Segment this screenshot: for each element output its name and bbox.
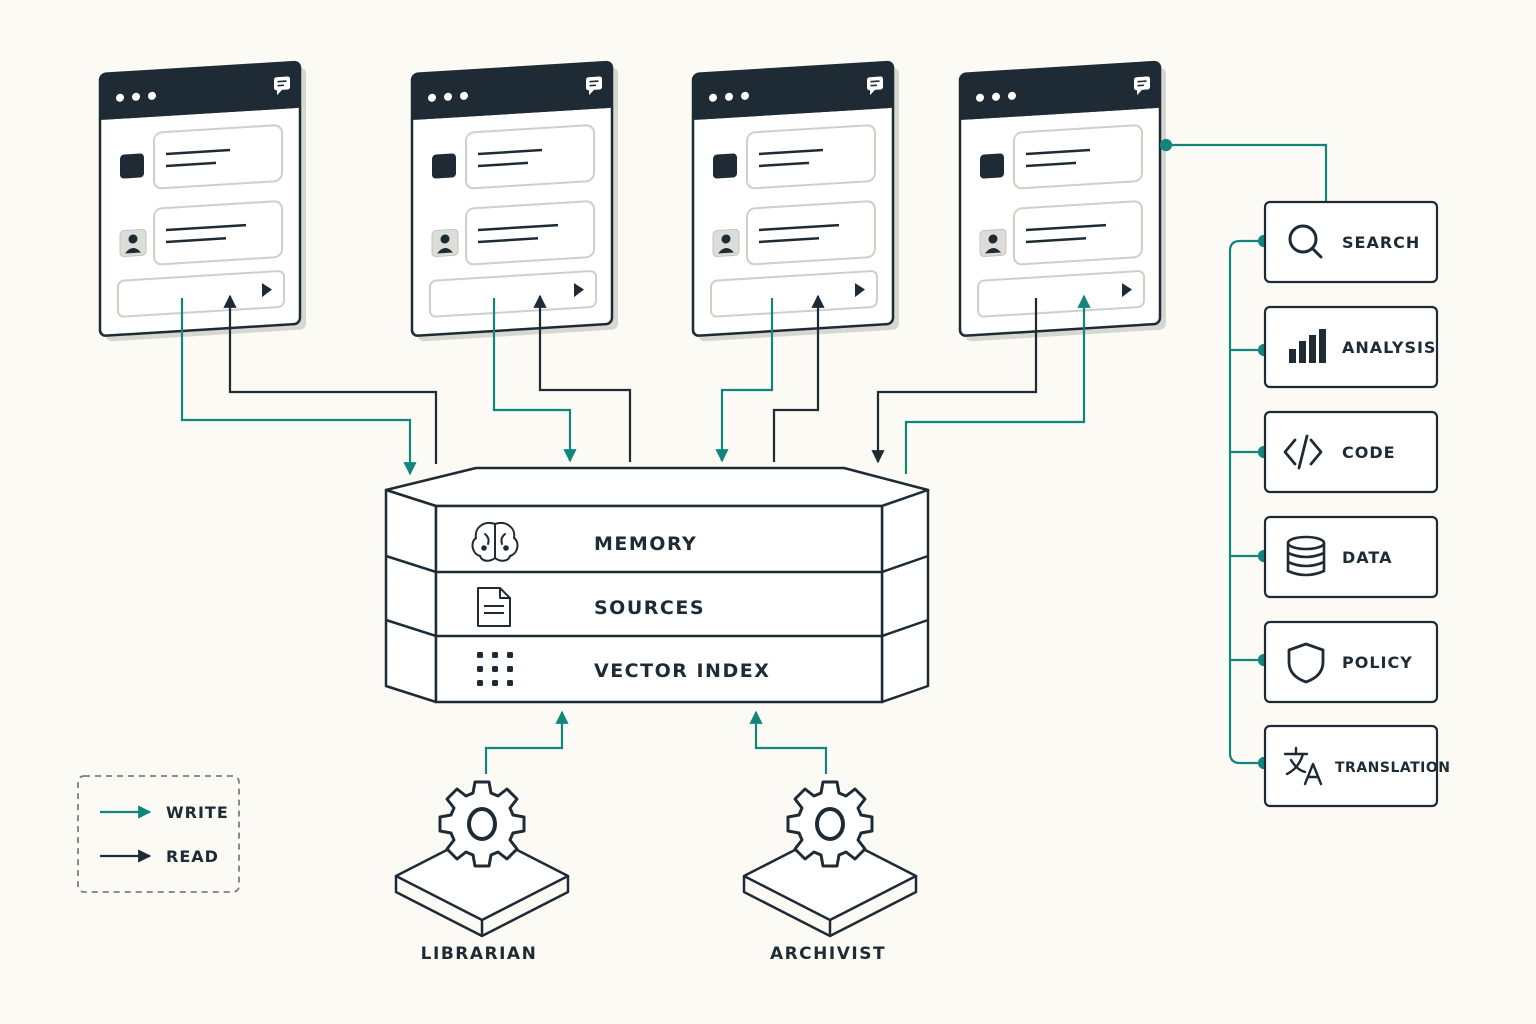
read-arrow [871,298,1038,464]
legend-write-label: WRITE [166,803,229,822]
search-icon [1288,224,1323,259]
code-icon [1283,434,1323,470]
chat-window-3 [691,60,901,344]
dot-grid-icon [477,652,513,686]
sources-layer: SOURCES [477,587,705,627]
tool-label-data: DATA [1342,548,1392,567]
memory-store: MEMORY SOURCES VECTOR INDEX [384,466,930,704]
agent-archivist: ARCHIVIST [742,780,918,964]
brain-icon [471,522,519,562]
tool-label-analysis: ANALYSIS [1342,338,1436,357]
agent-librarian: LIBRARIAN [394,780,570,964]
tool-analysis: ANALYSIS [1263,305,1439,389]
tool-label-code: CODE [1342,443,1396,462]
read-arrow [223,294,438,464]
read-arrow [772,294,825,462]
legend: WRITE READ [77,775,240,893]
write-arrow [904,294,1091,474]
agent-connectors [484,710,828,774]
tool-search: SEARCH [1263,200,1439,284]
chat-window-2 [410,60,620,344]
tool-data: DATA [1263,515,1439,599]
layer-label-vector-index: VECTOR INDEX [594,660,770,682]
tool-label-translation: TRANSLATION [1335,760,1451,776]
chat-window-4 [958,60,1168,344]
tool-translation: TRANSLATION [1263,724,1451,808]
document-icon [477,587,511,627]
agent-label-librarian: LIBRARIAN [421,944,538,964]
agent-label-archivist: ARCHIVIST [770,944,886,964]
write-arrow [715,298,774,463]
write-arrow [492,298,577,463]
legend-read-label: READ [166,847,219,866]
write-arrow [180,298,417,476]
read-arrow [533,294,632,462]
gear-icon [786,780,874,868]
tool-code: CODE [1263,410,1439,494]
bar-chart-icon [1289,329,1326,363]
write-arrow [749,710,828,774]
vector-index-layer: VECTOR INDEX [477,652,770,686]
memory-layer: MEMORY [471,522,697,562]
connectors [180,294,1091,476]
layer-label-memory: MEMORY [594,533,697,555]
write-arrow [484,710,569,774]
database-icon [1286,535,1326,577]
chat-window-1 [98,60,308,344]
gear-icon [438,780,526,868]
tool-label-search: SEARCH [1342,233,1420,252]
tool-policy: POLICY [1263,620,1439,704]
tool-label-policy: POLICY [1342,653,1413,672]
shield-icon [1287,642,1325,684]
translate-icon [1283,746,1323,786]
layer-label-sources: SOURCES [594,597,705,619]
